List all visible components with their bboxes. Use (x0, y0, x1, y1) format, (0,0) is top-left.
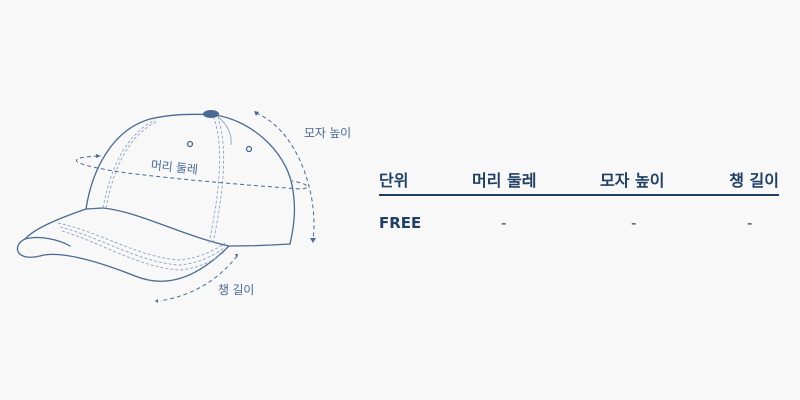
header-unit: 단위 (379, 171, 409, 190)
cell-head-circumference: - (501, 214, 507, 232)
cell-cap-height: - (631, 214, 637, 232)
header-brim-length: 챙 길이 (729, 171, 779, 190)
table-row: FREE - - - (379, 208, 779, 238)
table-header-row: 단위 머리 둘레 모자 높이 챙 길이 (379, 164, 779, 196)
brim-length-label: 챙 길이 (218, 283, 255, 297)
cap-illustration-icon (16, 110, 316, 303)
cap-height-label: 모자 높이 (304, 126, 351, 140)
cell-unit: FREE (379, 214, 422, 232)
header-cap-height: 모자 높이 (600, 171, 665, 190)
header-head-circumference: 머리 둘레 (472, 171, 537, 190)
size-table: 단위 머리 둘레 모자 높이 챙 길이 FREE - - - (379, 164, 779, 238)
cap-diagram: 머리 둘레 모자 높이 챙 길이 (0, 0, 370, 400)
cell-brim-length: - (747, 214, 753, 232)
